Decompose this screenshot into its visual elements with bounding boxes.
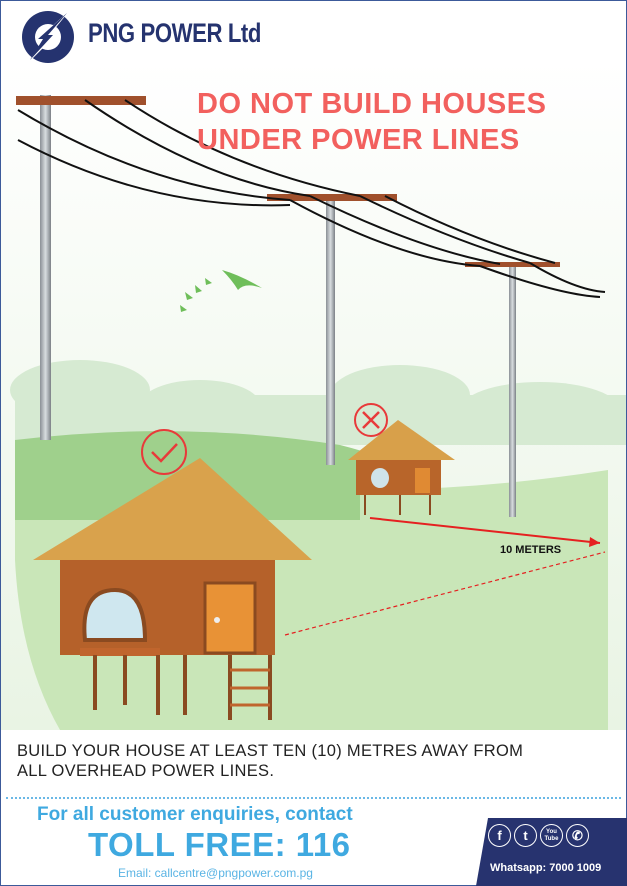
power-poles — [16, 95, 560, 517]
birds-icon — [180, 270, 262, 312]
facebook-icon[interactable]: f — [488, 824, 511, 847]
message-line-2: ALL OVERHEAD POWER LINES. — [17, 762, 275, 780]
house-under-lines — [348, 420, 455, 515]
illustration-scene: 10 METERS — [0, 60, 627, 730]
png-power-logo-icon — [22, 10, 74, 64]
dotted-divider — [6, 797, 621, 799]
headline-line-2: UNDER POWER LINES — [197, 124, 520, 156]
brand-name: PNG POWER Ltd — [88, 18, 262, 48]
correct-mark-icon — [141, 429, 187, 475]
background-trees — [10, 360, 627, 445]
check-icon — [151, 443, 178, 463]
hill — [15, 431, 470, 520]
whatsapp-icon[interactable]: ✆ — [566, 824, 589, 847]
headline: DO NOT BUILD HOUSES UNDER POWER LINES — [197, 86, 546, 158]
distance-dashed-line — [284, 551, 606, 636]
toll-free-number: TOLL FREE: 116 — [88, 826, 351, 863]
distance-label: 10 METERS — [500, 544, 561, 556]
message-line-1: BUILD YOUR HOUSE AT LEAST TEN (10) METRE… — [17, 742, 524, 760]
twitter-icon[interactable]: t — [514, 824, 537, 847]
house-safe-distance — [33, 458, 312, 720]
headline-line-1: DO NOT BUILD HOUSES — [197, 88, 547, 120]
safety-message: BUILD YOUR HOUSE AT LEAST TEN (10) METRE… — [17, 741, 523, 781]
enquiries-text: For all customer enquiries, contact — [37, 804, 353, 825]
distance-arrow — [369, 517, 601, 544]
whatsapp-number: Whatsapp: 7000 1009 — [490, 862, 602, 874]
social-panel: f t You Tube ✆ Whatsapp: 7000 1009 — [476, 818, 627, 886]
wrong-mark-icon — [354, 403, 388, 437]
youtube-icon[interactable]: You Tube — [540, 824, 563, 847]
x-icon — [362, 411, 380, 429]
email-address: Email: callcentre@pngpower.com.pg — [118, 866, 313, 880]
power-lines — [17, 99, 606, 298]
